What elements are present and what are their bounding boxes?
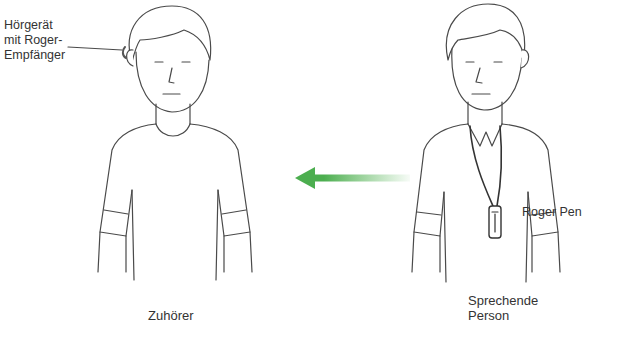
- listener-figure: [98, 6, 252, 280]
- signal-arrow: [295, 167, 410, 189]
- person-caption: Sprechende Person: [468, 293, 538, 323]
- person-node: Zuhörer: [95, 2, 295, 332]
- leader-line: [68, 47, 122, 50]
- arrow-head: [295, 167, 315, 189]
- device-label: Roger Pen: [522, 205, 612, 220]
- device-label: Hörgerät mit Roger-Empfänger: [4, 18, 68, 63]
- person-node: Sprechende Person: [410, 2, 570, 342]
- person-caption: Zuhörer: [148, 308, 248, 323]
- arrow-shaft: [315, 175, 410, 182]
- speaker-figure: [412, 4, 560, 282]
